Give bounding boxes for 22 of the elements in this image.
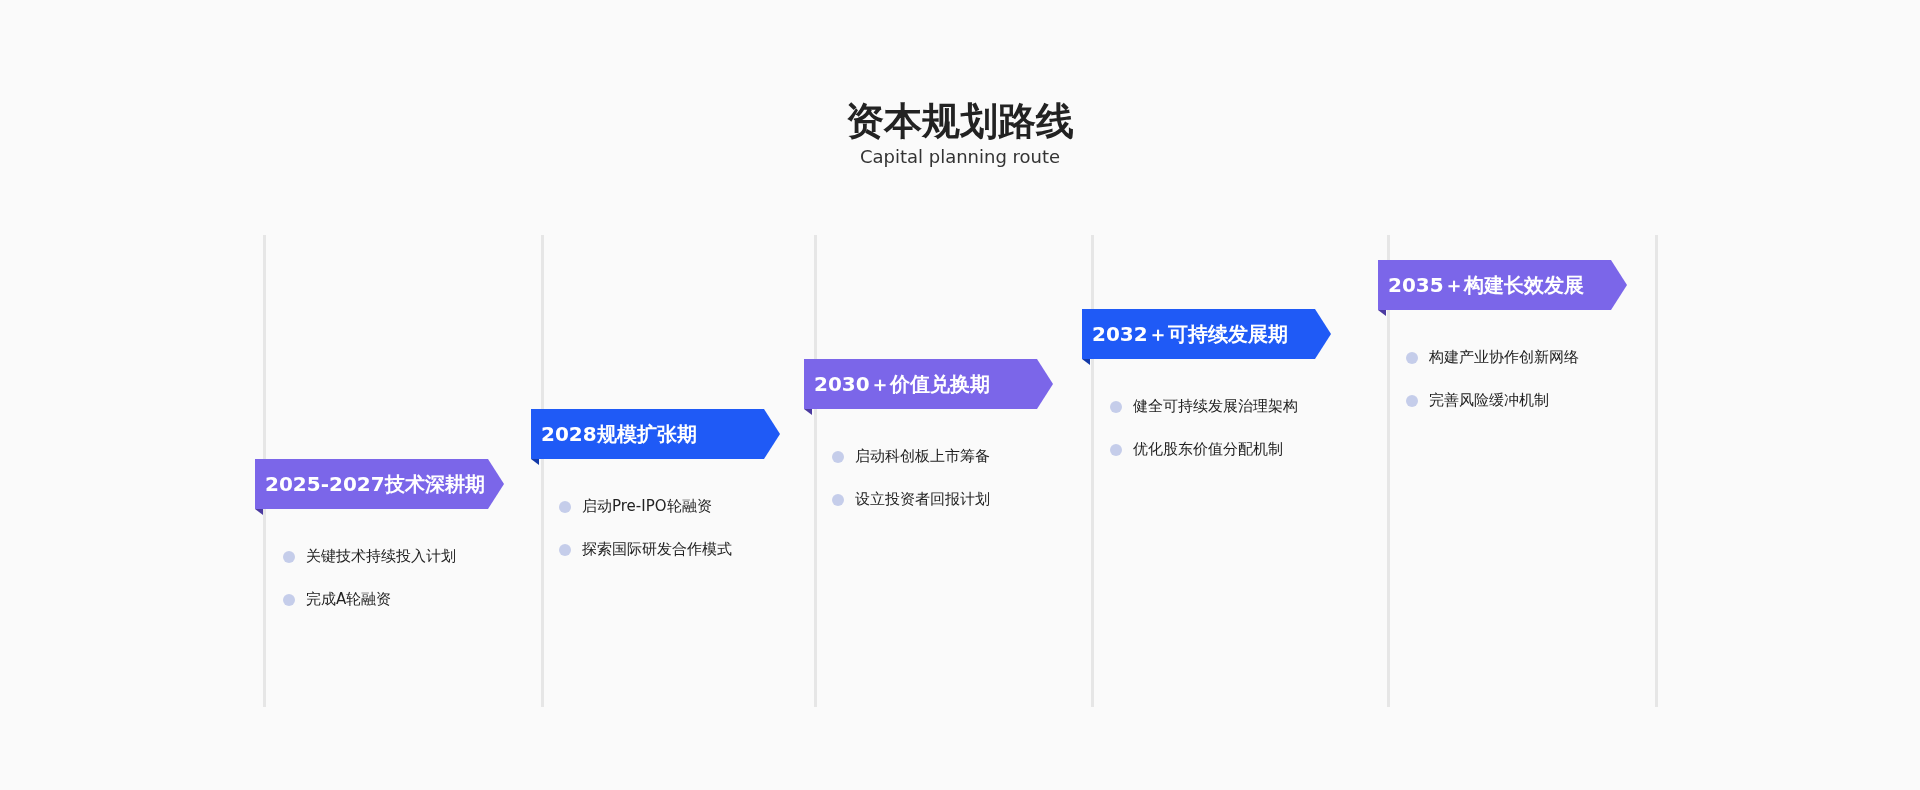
- phase-banner: [1082, 309, 1331, 365]
- bullet-text: 关键技术持续投入计划: [306, 547, 456, 566]
- phase-title: 2028规模扩张期: [541, 421, 697, 448]
- phase-title: 2025-2027技术深耕期: [265, 471, 485, 498]
- phase-banner: [531, 409, 780, 465]
- bullet-text: 健全可持续发展治理架构: [1133, 397, 1298, 416]
- phase-title: 2030＋价值兑换期: [814, 371, 990, 398]
- phase-title: 2032＋可持续发展期: [1092, 321, 1288, 348]
- bullet-text: 设立投资者回报计划: [855, 490, 990, 509]
- bullet-text: 完善风险缓冲机制: [1429, 391, 1549, 410]
- phase-banner: [1378, 260, 1627, 316]
- phase-title: 2035＋构建长效发展: [1388, 272, 1584, 299]
- diagram-title: 资本规划路线: [845, 98, 1075, 145]
- bullet-text: 优化股东价值分配机制: [1133, 440, 1283, 459]
- bullet-text: 完成A轮融资: [306, 590, 392, 609]
- bullet-text: 探索国际研发合作模式: [582, 540, 732, 559]
- bullet-text: 启动科创板上市筹备: [855, 447, 990, 466]
- phase-banner: [804, 359, 1053, 415]
- bullet-text: 启动Pre-IPO轮融资: [582, 497, 712, 516]
- phase-banner: [255, 459, 504, 515]
- bullet-text: 构建产业协作创新网络: [1429, 348, 1579, 367]
- subtitle: Capital planning route: [859, 146, 1061, 167]
